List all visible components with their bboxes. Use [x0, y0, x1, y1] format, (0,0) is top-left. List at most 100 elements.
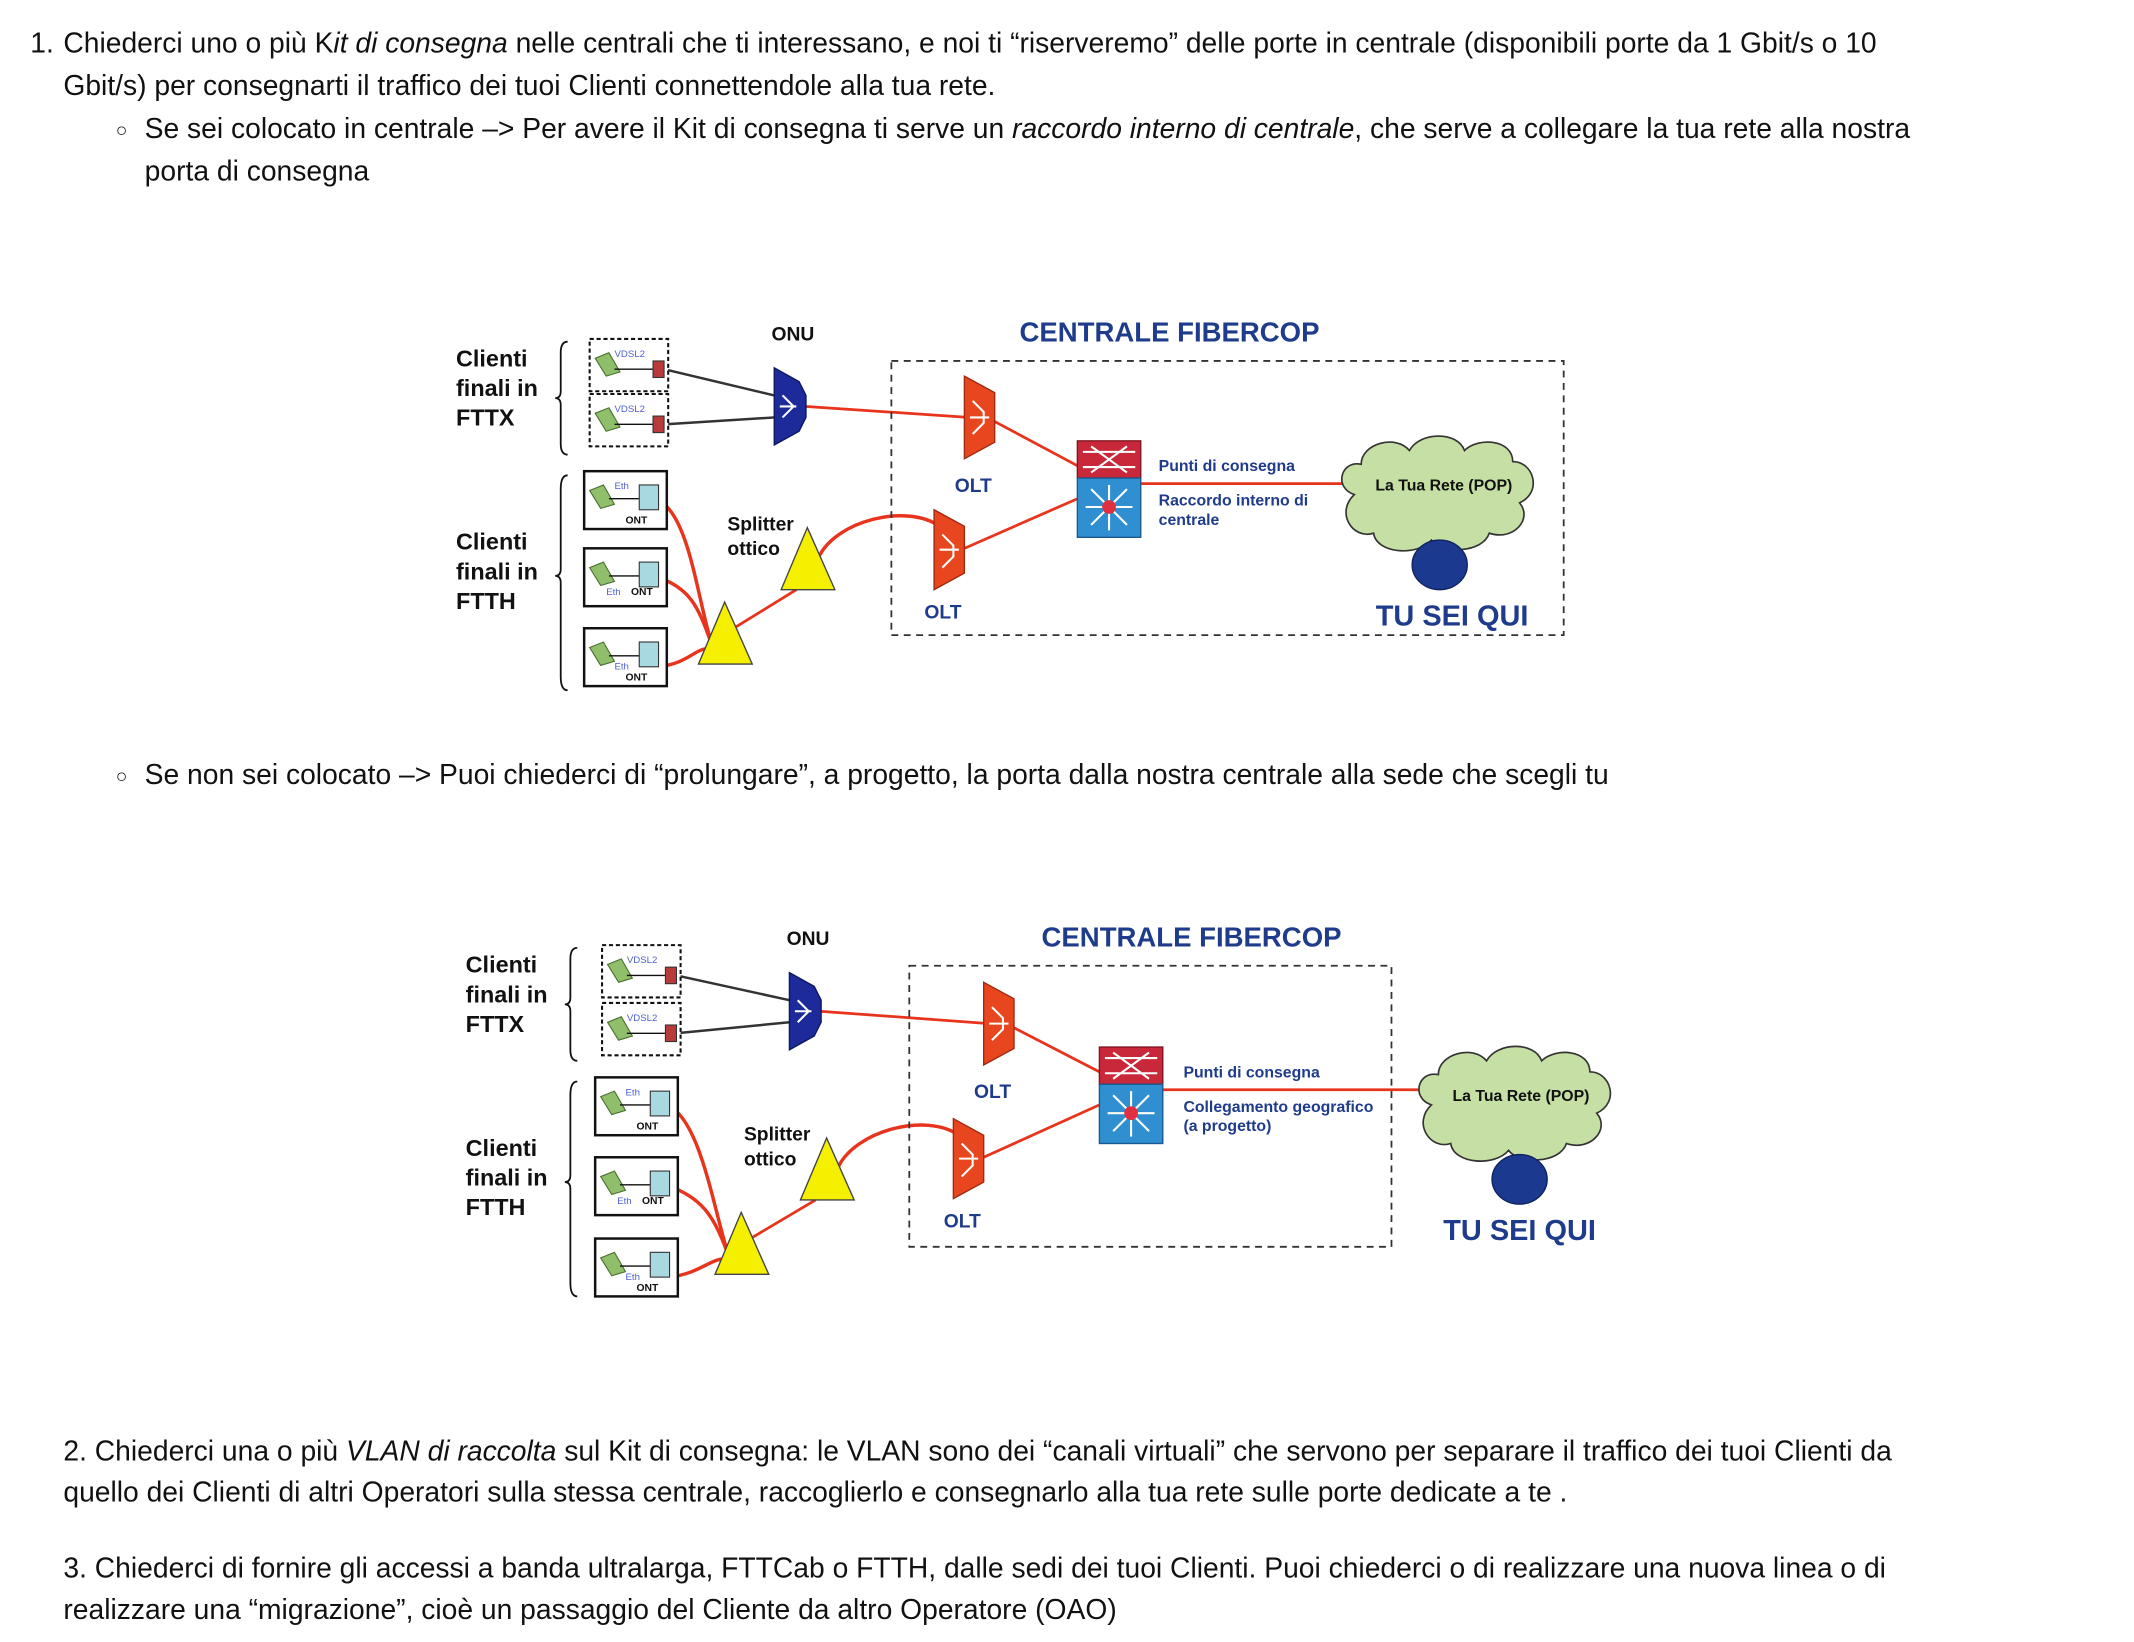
modem-icon	[588, 641, 616, 667]
emphasis-text: it di consegna	[333, 27, 508, 60]
bullet-icon: ○	[115, 764, 128, 787]
you-are-here-label: TU SEI QUI	[1376, 600, 1529, 632]
fiber-line	[963, 497, 1078, 550]
vdsl-label: VDSL2	[614, 404, 644, 415]
brace-icon	[564, 946, 578, 1062]
vdsl-port-icon	[664, 1024, 678, 1043]
link-label: Collegamento geografico	[1183, 1099, 1373, 1116]
network-cloud-icon	[1341, 435, 1534, 552]
olt-arrow-icon	[939, 533, 959, 569]
modem-icon	[588, 484, 616, 510]
ont-label: ONT	[642, 1196, 664, 1207]
item3-line: realizzare una “migrazione”, cioè un pas…	[63, 1594, 1116, 1627]
fiber-line	[1013, 1026, 1101, 1074]
olt-arrow-icon	[969, 400, 990, 435]
onu-arrow-icon	[794, 999, 812, 1023]
delivery-points-label: Punti di consegna	[1159, 458, 1296, 475]
brace-icon	[564, 1080, 578, 1298]
fiber-line	[983, 1103, 1100, 1159]
text-segment: realizzare una “migrazione”, cioè un pas…	[63, 1593, 1117, 1626]
ont-label: ONT	[625, 516, 647, 527]
fiber-line	[819, 1009, 990, 1026]
ont-icon	[638, 561, 660, 588]
link-label: centrale	[1159, 512, 1220, 529]
switch-arrows-icon	[1082, 445, 1136, 474]
bullet-icon: ○	[115, 118, 128, 141]
network-cloud-icon	[1418, 1045, 1612, 1162]
cloud-label: La Tua Rete (POP)	[1453, 1088, 1590, 1105]
splitter-icon	[713, 1210, 770, 1276]
eth-label: Eth	[614, 662, 628, 673]
fiber-line	[730, 588, 798, 631]
list-number: 1.	[30, 27, 54, 60]
fiber-line	[836, 1123, 960, 1170]
item2-line: quello dei Clienti di altri Operatori su…	[63, 1477, 1567, 1510]
ftth-clients-label: Clienti	[456, 529, 528, 555]
fttx-clients-label: finali in	[466, 981, 548, 1007]
modem-icon	[594, 407, 621, 432]
modem-icon	[606, 958, 634, 983]
ftth-clients-label: finali in	[466, 1165, 548, 1191]
splitter-label: ottico	[727, 539, 780, 560]
switch-arrows-icon	[1104, 1051, 1158, 1080]
text-segment: Se sei colocato in centrale –> Per avere…	[144, 112, 1013, 145]
delivery-points-label: Punti di consegna	[1183, 1064, 1320, 1081]
fttx-clients-label: finali in	[456, 375, 538, 401]
splitter-label: Splitter	[744, 1125, 811, 1146]
eth-label: Eth	[625, 1272, 639, 1283]
you-are-here-marker-icon	[1491, 1153, 1548, 1205]
subitem-line: Se non sei colocato –> Puoi chiederci di…	[145, 759, 1609, 792]
cloud-label: La Tua Rete (POP)	[1375, 477, 1512, 494]
vdsl-port-icon	[664, 966, 678, 985]
onu-label: ONU	[787, 929, 830, 950]
text-segment: Chiederci uno o più K	[63, 27, 334, 60]
vdsl-label: VDSL2	[614, 349, 644, 360]
fiber-line	[804, 405, 970, 419]
splitter-icon	[697, 600, 754, 665]
copper-line	[663, 368, 775, 397]
modem-icon	[599, 1170, 627, 1196]
fiber-line	[994, 420, 1079, 467]
splitter-icon	[799, 1136, 856, 1201]
emphasis-text: VLAN di raccolta	[345, 1435, 557, 1468]
modem-icon	[599, 1251, 627, 1277]
you-are-here-label: TU SEI QUI	[1443, 1215, 1596, 1247]
olt-label: OLT	[924, 603, 961, 624]
item2-line: 2. Chiederci una o più VLAN di raccolta …	[63, 1436, 1891, 1469]
text-segment: , che serve a collegare la tua rete alla…	[1354, 112, 1911, 145]
switch-core-icon	[1124, 1106, 1138, 1121]
modem-icon	[599, 1090, 627, 1116]
fiber-line	[747, 1198, 817, 1242]
splitter-label: ottico	[744, 1150, 797, 1171]
text-segment: 3. Chiederci di fornire gli accessi a ba…	[63, 1552, 1886, 1585]
vdsl-label: VDSL2	[627, 1013, 657, 1024]
ont-icon	[638, 484, 660, 511]
text-segment: Se non sei colocato –> Puoi chiederci di…	[144, 759, 1609, 791]
ftth-clients-label: FTTH	[456, 588, 516, 614]
ont-icon	[649, 1170, 671, 1197]
vdsl-port-icon	[652, 415, 665, 434]
olt-label: OLT	[974, 1082, 1011, 1103]
onu-arrow-icon	[779, 394, 797, 419]
modem-icon	[606, 1016, 634, 1041]
centrale-boundary	[890, 360, 1565, 637]
modem-icon	[594, 352, 621, 377]
eth-label: Eth	[625, 1087, 639, 1098]
text-segment: nelle centrali che ti interessano, e noi…	[507, 27, 1877, 60]
link-label: (a progetto)	[1183, 1118, 1271, 1135]
centrale-boundary	[908, 964, 1393, 1248]
subitem-line: porta di consegna	[145, 156, 370, 189]
ftth-clients-label: Clienti	[466, 1135, 538, 1161]
fttx-clients-label: Clienti	[466, 952, 538, 978]
eth-label: Eth	[614, 481, 628, 492]
olt-arrow-icon	[989, 1006, 1009, 1041]
modem-icon	[588, 561, 616, 587]
fttx-clients-label: FTTX	[456, 405, 515, 431]
ftth-clients-label: finali in	[456, 558, 538, 584]
ont-label: ONT	[636, 1283, 658, 1294]
ont-label: ONT	[625, 673, 647, 684]
fttx-clients-label: FTTX	[466, 1011, 525, 1037]
ont-label: ONT	[636, 1122, 658, 1133]
fiber-line	[816, 514, 941, 559]
